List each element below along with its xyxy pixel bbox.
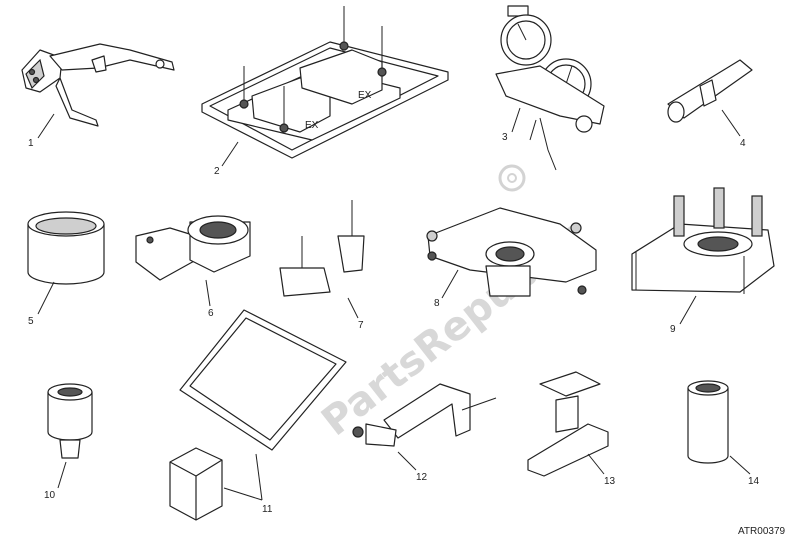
part-7-pin-set <box>279 200 365 297</box>
callout-12: 12 <box>416 472 428 483</box>
callout-3: 3 <box>502 132 508 143</box>
part-1-bracket-tool <box>21 43 175 127</box>
part-2-tray-fixture: EX EX <box>201 6 449 159</box>
part-5-sleeve <box>27 211 105 285</box>
part-14-tall-sleeve <box>687 380 729 464</box>
callout-9: 9 <box>670 324 676 335</box>
callout-10: 10 <box>44 490 56 501</box>
ex-label-2: EX <box>358 90 372 101</box>
part-9-pillar-fixture <box>631 187 775 294</box>
part-3-dial-gauge-tool <box>495 5 605 171</box>
callout-14: 14 <box>748 476 760 487</box>
callout-11: 11 <box>262 504 273 515</box>
callout-8: 8 <box>434 298 440 309</box>
part-12-arm-tool <box>352 383 497 447</box>
ex-label-1: EX <box>305 120 319 131</box>
part-6-ring-plate <box>135 215 251 281</box>
part-13-t-bracket <box>527 371 609 477</box>
callout-13: 13 <box>604 476 616 487</box>
gear-icon <box>498 164 526 192</box>
callout-1: 1 <box>28 138 34 149</box>
callout-5: 5 <box>28 316 34 327</box>
part-8-base-plate <box>426 207 597 297</box>
part-11-case <box>169 309 347 521</box>
drawing-code: ATR00379 <box>738 526 786 537</box>
callout-6: 6 <box>208 308 214 319</box>
callout-labels: 1 2 3 4 5 6 7 8 9 10 11 12 13 14 <box>28 132 760 515</box>
callout-2: 2 <box>214 166 220 177</box>
callout-4: 4 <box>740 138 746 149</box>
part-4-socket-tool <box>667 59 753 123</box>
part-10-cylinder <box>47 383 93 459</box>
callout-7: 7 <box>358 320 364 331</box>
